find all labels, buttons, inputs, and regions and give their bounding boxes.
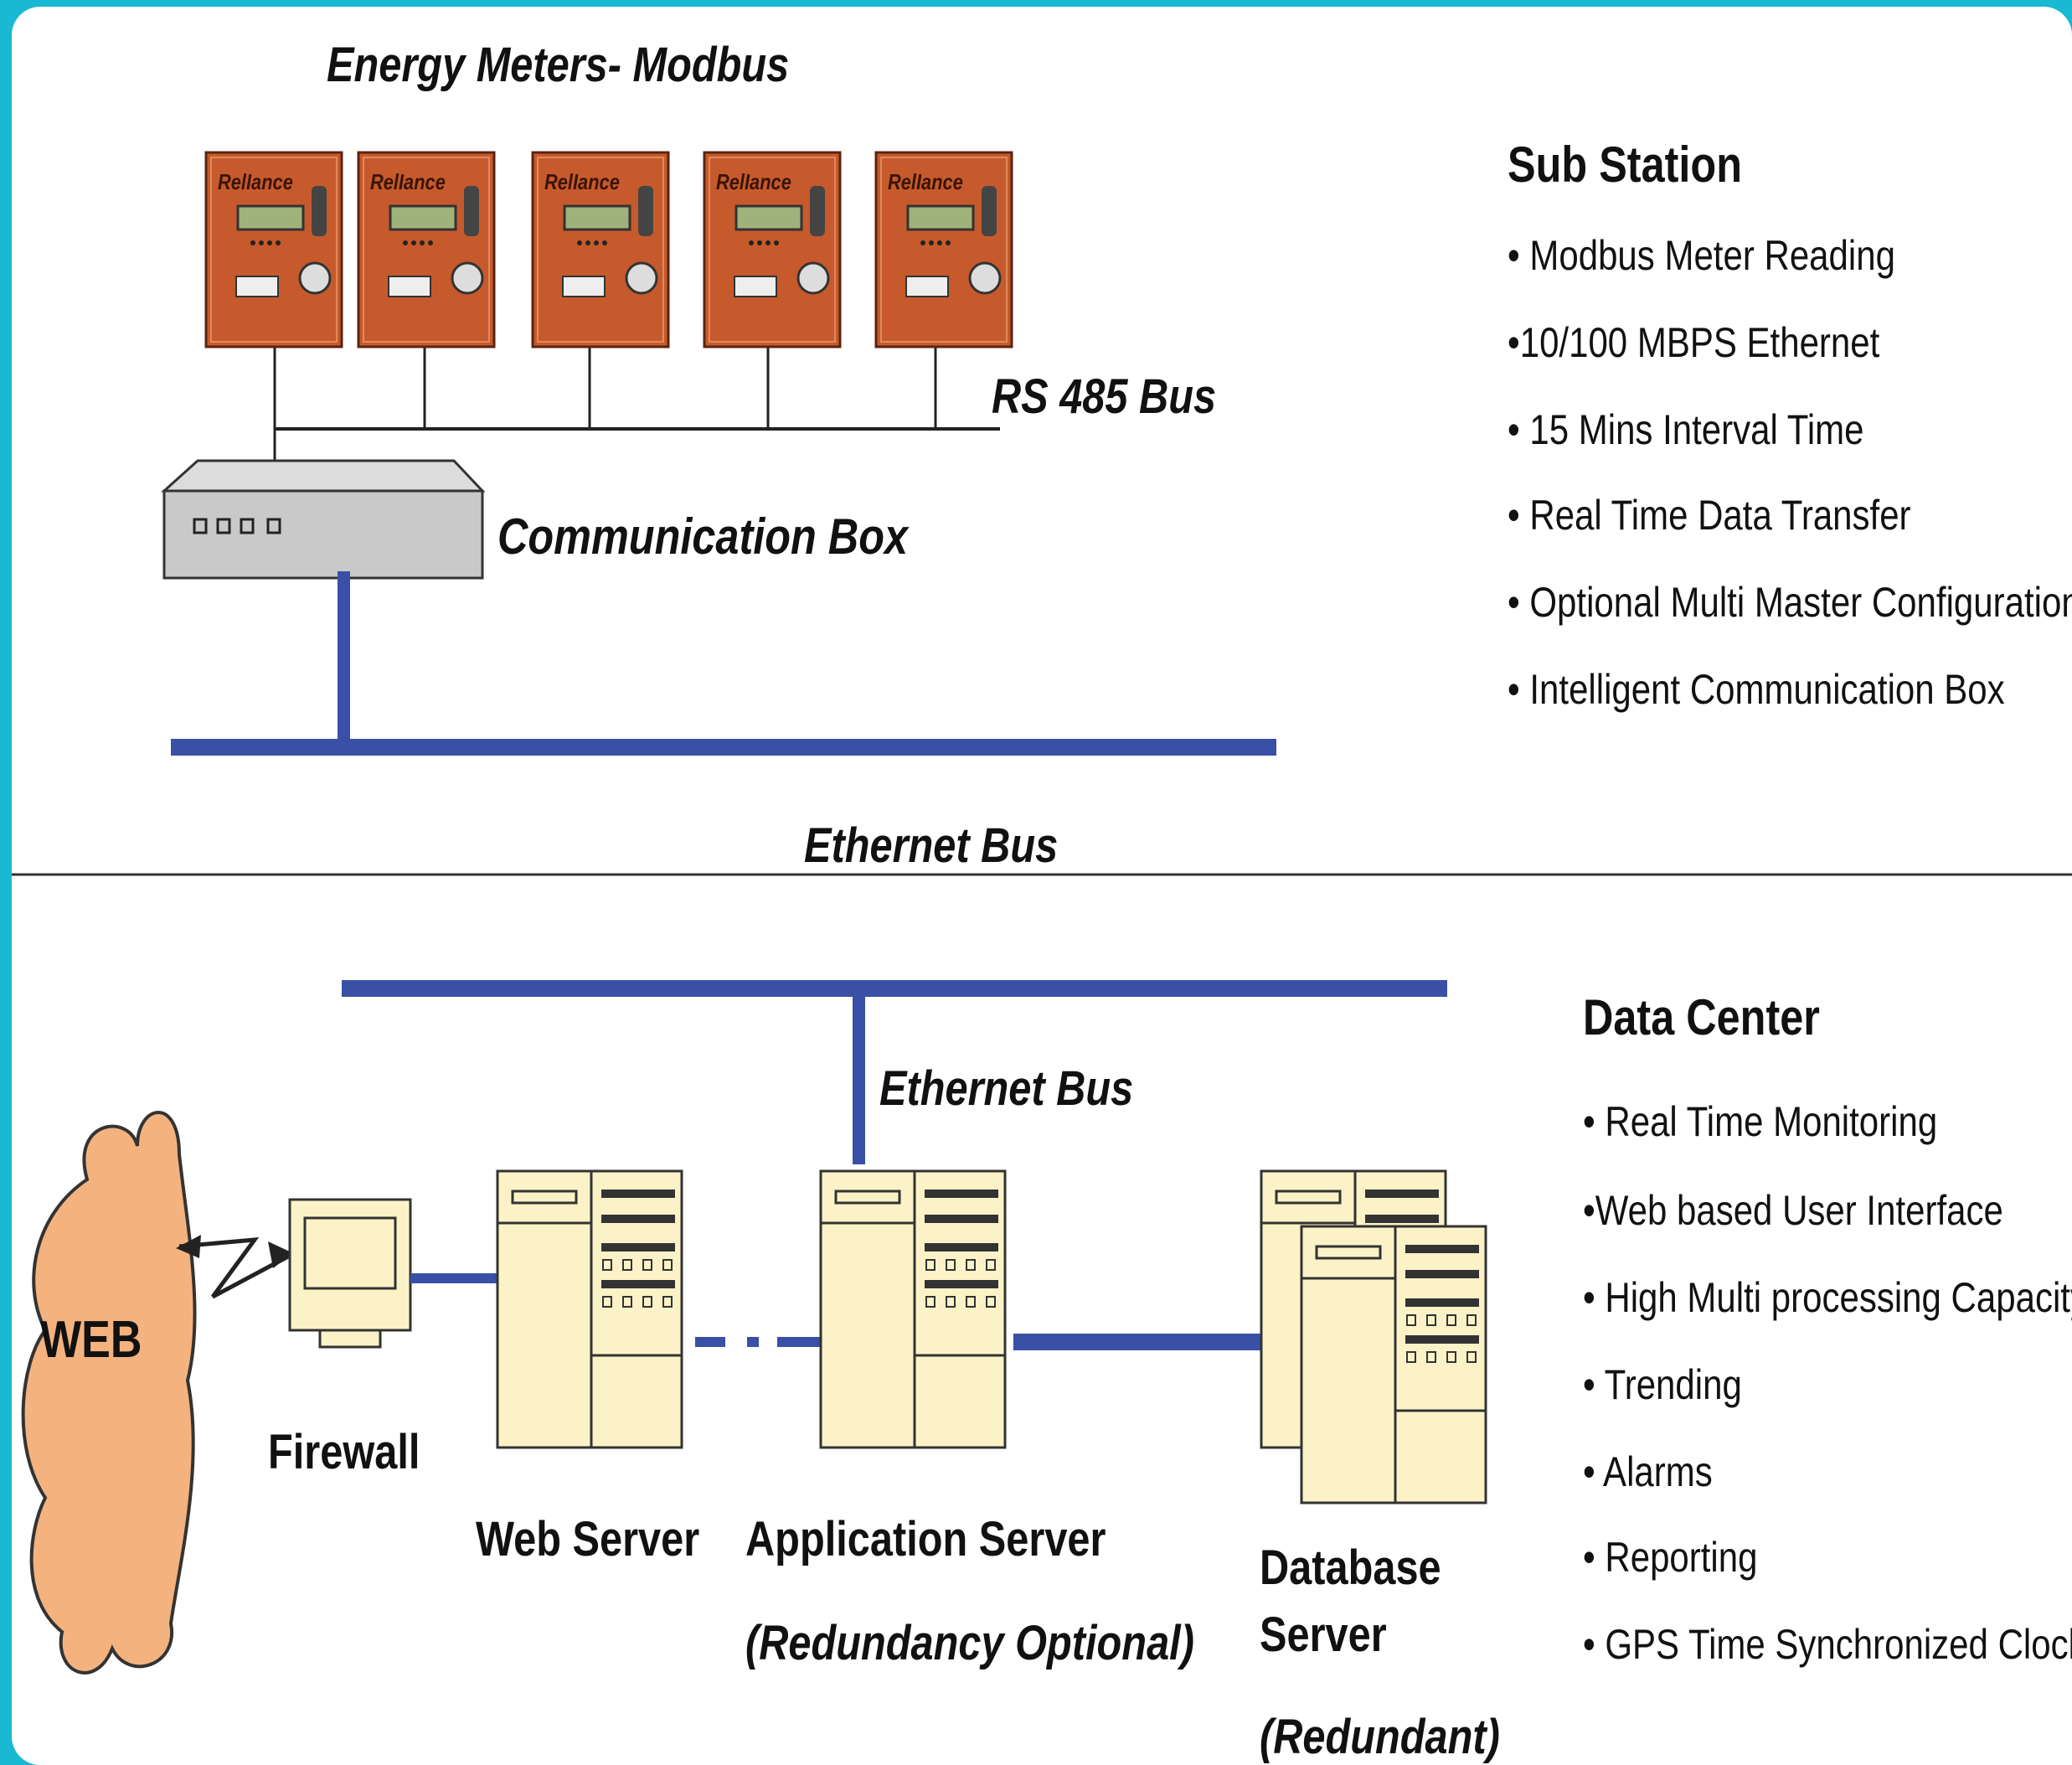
meter-brand-label: RelIance [544,169,620,194]
web-server-label: Web Server [476,1512,700,1566]
web-cloud-icon [21,1111,197,1675]
energy-meters-title: Energy Meters- Modbus [327,38,790,92]
web-server-icon [496,1169,683,1449]
datacenter-ethernet-bus [342,980,1447,1164]
datacenter-feature-item: • Reporting [1583,1534,1758,1581]
database-server-note: (Redundant) [1260,1710,1500,1764]
substation-feature-item: • Intelligent Communication Box [1508,666,2005,713]
substation-panel-title: Sub Station [1508,137,1742,193]
meter-brand-label: RelIance [716,169,791,194]
substation-ethernet-bus [171,571,1276,756]
substation-feature-item: • Real Time Data Transfer [1508,492,1911,539]
datacenter-feature-item: • GPS Time Synchronized Clock [1583,1621,2072,1668]
diagram-canvas: RelIance RelIance RelIance RelIance RelI… [12,7,2072,1765]
firewall-label: Firewall [268,1425,420,1479]
database-server-label: Server [1260,1608,1387,1662]
meter-brand-label: RelIance [888,169,963,194]
application-server-label: Application Server [745,1512,1106,1566]
communication-box-icon [161,459,486,580]
database-link [1013,1334,1266,1350]
meter-brand-label: RelIance [218,169,293,194]
datacenter-feature-item: • Alarms [1583,1448,1713,1495]
web-label: WEB [40,1311,142,1369]
meter-brand-label: RelIance [370,169,446,194]
firewall-link [410,1273,504,1283]
substation-ethernet-label: Ethernet Bus [804,818,1059,873]
substation-feature-item: • 15 Mins Interval Time [1508,406,1864,453]
wireless-link-icon [176,1235,293,1299]
rs485-bus-label: RS 485 Bus [992,369,1217,424]
substation-feature-item: •10/100 MBPS Ethernet [1508,319,1880,366]
substation-feature-item: • Modbus Meter Reading [1508,232,1895,279]
application-server-icon [819,1169,1007,1449]
datacenter-feature-item: • High Multi processing Capacity [1583,1274,2072,1321]
substation-feature-item: • Optional Multi Master Configuration [1508,579,2072,626]
database-server-label: Database [1260,1541,1441,1595]
database-server-redundant-icon [1300,1225,1487,1504]
redundancy-link [695,1337,831,1347]
communication-box-label: Communication Box [497,508,909,565]
application-server-note: (Redundancy Optional) [745,1616,1194,1670]
datacenter-feature-item: •Web based User Interface [1583,1187,2003,1234]
datacenter-ethernet-label: Ethernet Bus [879,1061,1134,1116]
datacenter-panel-title: Data Center [1583,989,1820,1045]
firewall-icon [288,1198,412,1349]
network-drawing [12,151,2072,1675]
datacenter-feature-item: • Trending [1583,1361,1742,1408]
datacenter-feature-item: • Real Time Monitoring [1583,1098,1938,1145]
rs485-bus [273,342,1000,528]
